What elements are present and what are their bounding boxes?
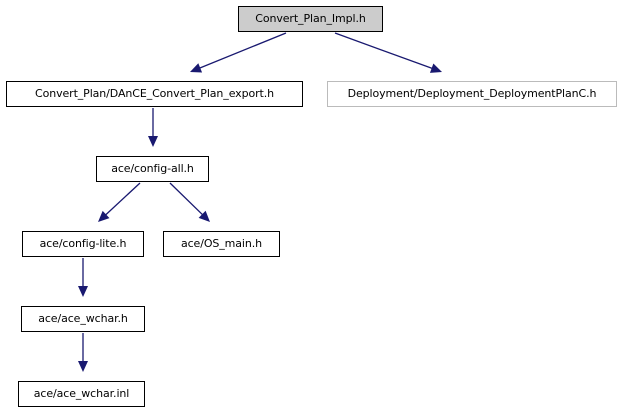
graph-node-label: ace/OS_main.h <box>180 237 263 250</box>
graph-node-ace_wchar_h[interactable]: ace/ace_wchar.h <box>21 306 145 332</box>
edge-line <box>104 182 141 217</box>
graph-node-os_main[interactable]: ace/OS_main.h <box>163 231 280 257</box>
graph-edge-convert_plan_impl-to-deployment_plan_c <box>334 32 442 73</box>
graph-node-label: ace/ace_wchar.h <box>38 312 128 325</box>
graph-node-deployment_plan_c[interactable]: Deployment/Deployment_DeploymentPlanC.h <box>327 81 617 107</box>
graph-edge-config_lite-to-ace_wchar_h <box>78 258 88 297</box>
graph-edge-dance_convert_plan_export-to-config_all <box>148 108 158 147</box>
edge-arrowhead <box>190 63 203 73</box>
edge-arrowhead <box>429 63 442 73</box>
edge-line <box>169 182 205 217</box>
edge-arrowhead <box>78 361 88 372</box>
graph-node-label: ace/ace_wchar.inl <box>33 387 130 400</box>
graph-edge-ace_wchar_h-to-ace_wchar_inl <box>78 333 88 372</box>
graph-node-dance_convert_plan_export[interactable]: Convert_Plan/DAnCE_Convert_Plan_export.h <box>6 81 303 107</box>
graph-node-label: Deployment/Deployment_DeploymentPlanC.h <box>347 87 597 100</box>
edge-arrowhead <box>98 210 110 222</box>
graph-node-config_all[interactable]: ace/config-all.h <box>96 156 209 182</box>
graph-node-convert_plan_impl[interactable]: Convert_Plan_Impl.h <box>238 6 383 32</box>
edge-arrowhead <box>198 210 210 222</box>
graph-node-label: ace/config-all.h <box>111 162 194 175</box>
edge-line <box>334 32 434 70</box>
graph-node-label: ace/config-lite.h <box>39 237 127 250</box>
graph-edge-convert_plan_impl-to-dance_convert_plan_export <box>190 32 287 73</box>
edge-arrowhead <box>78 286 88 297</box>
graph-edge-config_all-to-config_lite <box>98 182 141 222</box>
graph-node-ace_wchar_inl[interactable]: ace/ace_wchar.inl <box>18 381 145 407</box>
graph-edge-config_all-to-os_main <box>169 182 210 222</box>
edge-arrowhead <box>148 136 158 147</box>
graph-node-config_lite[interactable]: ace/config-lite.h <box>22 231 144 257</box>
edge-line <box>198 32 287 70</box>
graph-node-label: Convert_Plan/DAnCE_Convert_Plan_export.h <box>34 87 274 100</box>
graph-node-label: Convert_Plan_Impl.h <box>255 12 366 25</box>
